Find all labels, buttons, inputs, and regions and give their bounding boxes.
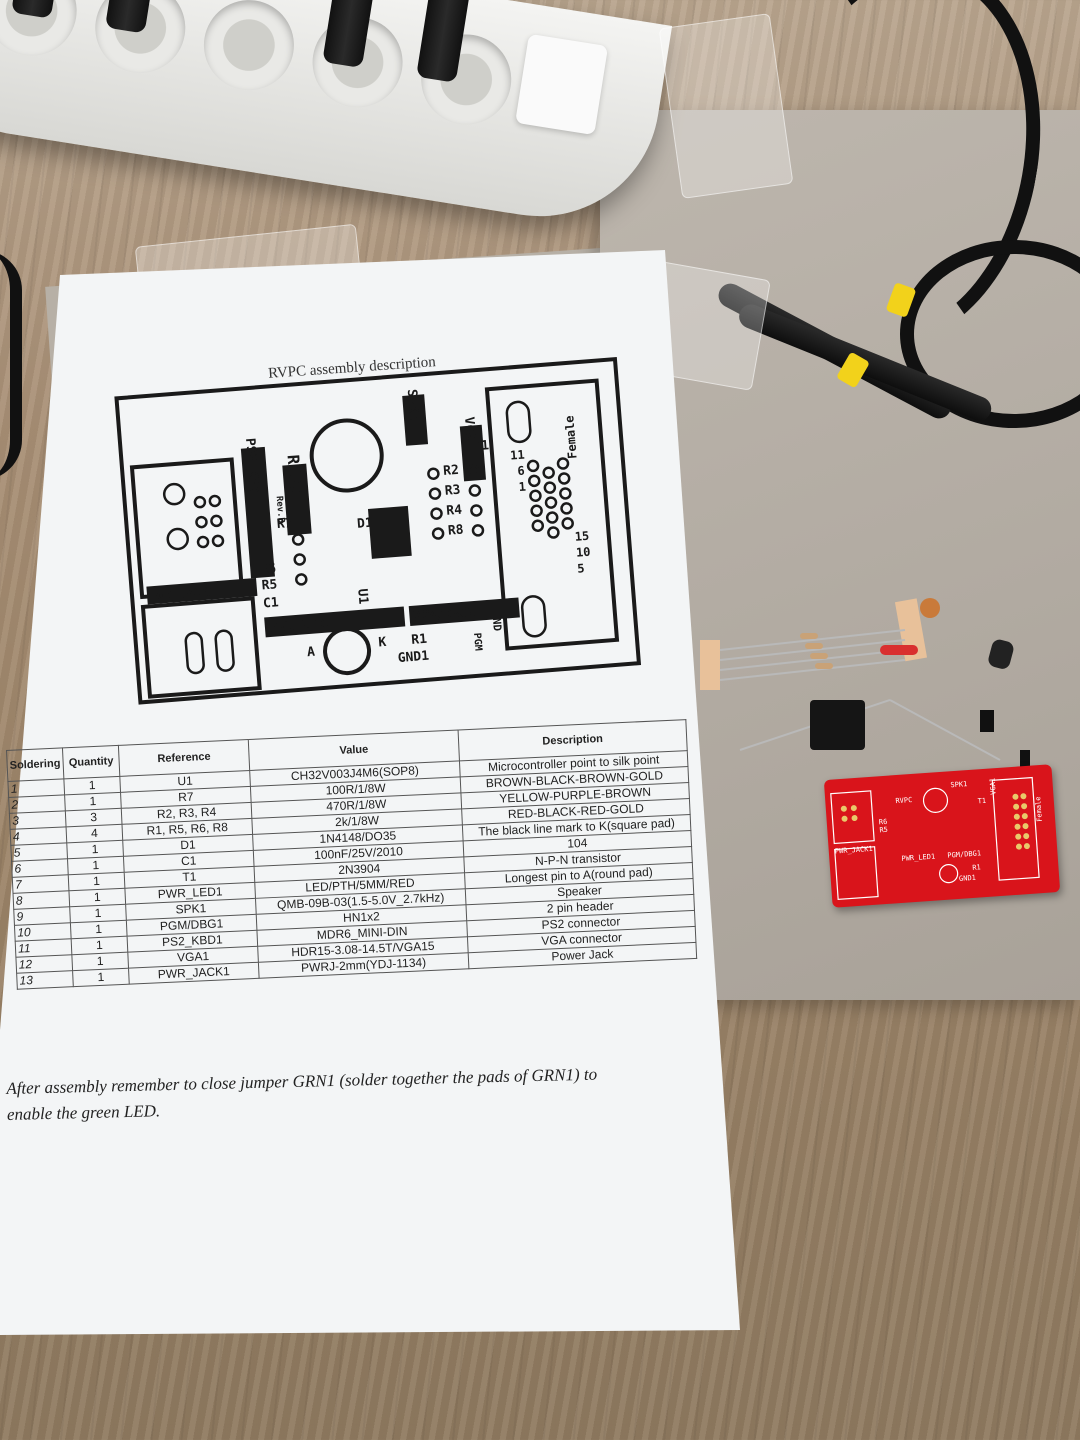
pin-header xyxy=(980,710,994,732)
table-cell: 1 xyxy=(72,968,130,987)
label-pin10: 10 xyxy=(575,545,591,560)
label-pin1: 1 xyxy=(518,480,526,495)
rvpc-label-box xyxy=(282,463,312,536)
label-r1: R1 xyxy=(411,632,428,648)
silkscreen-diagram: PS2_KBD1 PWR_JACK1 PWR_LED1 PGM/DBG1 RVP… xyxy=(114,356,642,705)
label-pgm: PGM/DBG1 xyxy=(412,605,476,625)
pcb-label-t1: T1 xyxy=(977,796,987,806)
loose-components xyxy=(700,598,1030,770)
ps2-label-box xyxy=(240,446,275,579)
ceramic-capacitor xyxy=(920,598,940,618)
label-c1: C1 xyxy=(263,595,280,611)
label-pin15: 15 xyxy=(574,529,590,544)
label-k: K xyxy=(378,635,387,651)
pcb-silkscreen xyxy=(830,776,1040,901)
pin-header xyxy=(1020,750,1030,770)
transistor xyxy=(988,639,1014,669)
label-u1: U1 xyxy=(354,588,370,605)
pcb-label-r1: R1 xyxy=(972,863,981,872)
plastic-bag xyxy=(658,13,794,199)
ps2-connector-outline xyxy=(129,457,245,600)
pcb-label-r6: R6 xyxy=(878,817,888,827)
label-spk: SPK1 xyxy=(404,389,421,422)
red-led xyxy=(880,645,918,655)
red-pcb: RVPC PWR_JACK1 PWR_LED1 PGM/DBG1 GND1 Fe… xyxy=(823,764,1061,908)
board-outline xyxy=(114,356,642,705)
label-pin11: 11 xyxy=(510,448,526,463)
white-plug xyxy=(515,33,609,136)
col-quantity: Quantity xyxy=(62,745,120,779)
power-jack xyxy=(810,700,865,750)
bom-table: Soldering Order Quantity Reference Value… xyxy=(6,719,697,990)
vga-label-box xyxy=(459,424,487,482)
pgm-label-box xyxy=(408,597,520,627)
label-t1: T1 xyxy=(473,438,490,454)
label-r3: R3 xyxy=(444,483,461,499)
speaker-outline xyxy=(309,418,384,493)
col-order: Soldering Order xyxy=(6,747,64,782)
vga-pins xyxy=(526,457,574,539)
resistor-tape xyxy=(700,640,720,690)
resistor-pads xyxy=(291,464,485,586)
label-d1: D1 xyxy=(357,516,374,532)
u1-chip xyxy=(367,505,412,559)
black-cable-left xyxy=(0,250,22,480)
label-ps2: PS2_KBD1 xyxy=(242,437,262,501)
pwr-led-label-box xyxy=(264,606,406,638)
resistor-bodies xyxy=(800,633,833,669)
spk-label-box xyxy=(402,394,429,446)
socket xyxy=(197,0,301,97)
label-female: Female xyxy=(562,415,579,459)
label-pwr-jack: PWR_JACK1 xyxy=(150,584,216,604)
label-a: A xyxy=(306,645,315,661)
pcb-label-rvpc: RVPC xyxy=(895,795,913,806)
label-gnd: GND xyxy=(489,611,504,632)
table-cell: 13 xyxy=(16,970,74,990)
label-pgm-side: PGM xyxy=(471,632,483,651)
pcb-label-r5: R5 xyxy=(879,825,889,835)
pcb-label-vga1: VGA1 xyxy=(988,777,998,796)
label-r6: R6 xyxy=(260,561,277,577)
label-r2: R2 xyxy=(443,463,460,479)
pcb-label-spk1: SPK1 xyxy=(950,780,968,790)
pcb-label-female: Female xyxy=(1034,796,1044,823)
label-r7: R7 xyxy=(276,516,293,532)
label-vga: VGA1 xyxy=(461,416,478,449)
pwr-jack-label-box xyxy=(146,577,258,605)
label-r4: R4 xyxy=(446,503,463,519)
led-outline xyxy=(323,627,372,676)
label-pwr-led: PWR_LED1 xyxy=(269,616,333,636)
label-pin5: 5 xyxy=(577,561,585,576)
label-gnd1: GND1 xyxy=(397,649,430,666)
vga-outline xyxy=(484,378,620,651)
label-r5: R5 xyxy=(261,577,278,593)
power-jack-outline xyxy=(140,596,262,699)
label-pin6: 6 xyxy=(517,464,525,479)
label-rev: Rev.B xyxy=(274,496,286,524)
pcb-label-gnd1: GND1 xyxy=(958,873,977,883)
label-r8: R8 xyxy=(447,523,464,539)
label-rvpc: RVPC xyxy=(284,454,306,494)
